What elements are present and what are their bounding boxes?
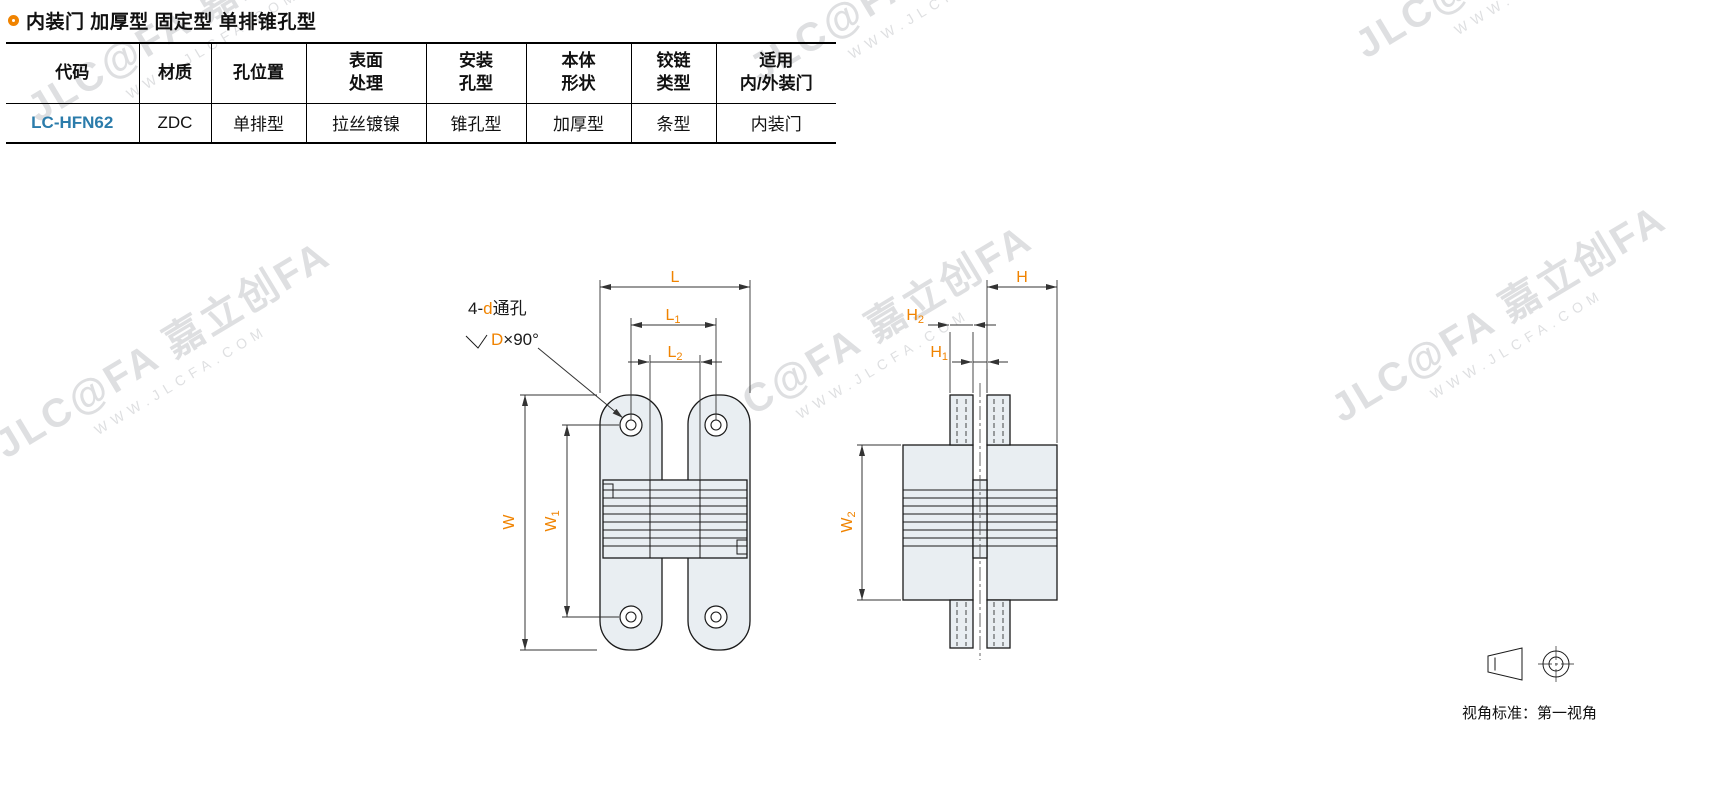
- dim-label-H2: H2: [906, 307, 924, 326]
- page-title: 内装门 加厚型 固定型 单排锥孔型: [26, 12, 317, 33]
- side-bottom-tab-right: [986, 599, 1011, 649]
- cell-hinge-type: 条型: [630, 103, 716, 143]
- dim-label-W: W: [501, 514, 518, 530]
- dim-label-W1: W1: [543, 510, 562, 531]
- spec-table: 代码 材质 孔位置 表面 处理 安装 孔型 本体 形状 铰链 类型 适用 内/外…: [6, 42, 836, 144]
- col-header-material: 材质: [138, 43, 211, 104]
- dim-label-H1: H1: [930, 344, 948, 363]
- table-row: LC-HFN62 ZDC 单排型 拉丝镀镍 锥孔型 加厚型 条型 内装门: [6, 103, 836, 143]
- dim-label-L: L: [671, 269, 680, 286]
- col-header-mount-hole-type: 安装 孔型: [425, 43, 526, 104]
- knuckle-step-right: [736, 539, 748, 555]
- col-header-surface-treatment: 表面 处理: [305, 43, 426, 104]
- knuckle-step-left: [602, 483, 614, 499]
- cell-surface-treatment: 拉丝镀镍: [305, 103, 426, 143]
- cell-body-shape: 加厚型: [525, 103, 631, 143]
- dim-label-W2: W2: [839, 511, 858, 532]
- cell-door-type: 内装门: [715, 103, 836, 143]
- knuckle-stripes: [603, 480, 747, 558]
- side-bottom-tab-left: [949, 599, 974, 649]
- cell-part-code[interactable]: LC-HFN62: [31, 112, 114, 132]
- countersink-symbol-icon: [465, 334, 488, 349]
- bullet-ring-icon: [8, 15, 19, 26]
- front-view-dimensions: L L1 L2 W W1: [501, 269, 751, 651]
- side-top-tab-right: [986, 394, 1011, 446]
- countersink-callout: 4-d通孔 D×90°: [465, 299, 624, 419]
- side-top-tab-left: [949, 394, 974, 446]
- cell-hole-position: 单排型: [210, 103, 306, 143]
- projection-frustum-icon: [1487, 647, 1523, 681]
- dim-label-L1: L1: [665, 307, 680, 326]
- page-header: 内装门 加厚型 固定型 单排锥孔型: [8, 7, 316, 34]
- col-header-door-type: 适用 内/外装门: [715, 43, 836, 104]
- view-standard-note: 视角标准：第一视角: [1462, 705, 1598, 722]
- side-view: [902, 383, 1058, 660]
- callout-through-hole: 4-d通孔: [468, 299, 527, 318]
- front-view: [599, 394, 751, 651]
- callout-leader-line: [537, 347, 624, 419]
- cell-material: ZDC: [138, 103, 211, 143]
- col-header-hinge-type: 铰链 类型: [630, 43, 716, 104]
- col-header-body-shape: 本体 形状: [525, 43, 631, 104]
- dim-label-L2: L2: [667, 344, 682, 363]
- side-view-dimensions: H H2 H1 W2: [839, 269, 1058, 601]
- knuckle-band: [602, 479, 748, 559]
- callout-countersink: D×90°: [491, 330, 539, 349]
- countersunk-holes: [619, 413, 728, 629]
- first-angle-projection-symbol: [1487, 646, 1574, 682]
- col-header-hole-position: 孔位置: [210, 43, 306, 104]
- col-header-code: 代码: [6, 43, 139, 104]
- projection-circle-icon: [1538, 646, 1574, 682]
- technical-drawing: 4-d通孔 D×90° L L1 L2: [465, 269, 1058, 660]
- spec-table-header: 代码 材质 孔位置 表面 处理 安装 孔型 本体 形状 铰链 类型 适用 内/外…: [6, 43, 836, 104]
- cell-mount-hole-type: 锥孔型: [425, 103, 526, 143]
- dim-label-H: H: [1016, 269, 1028, 286]
- hidden-hole-lines: [956, 399, 1004, 646]
